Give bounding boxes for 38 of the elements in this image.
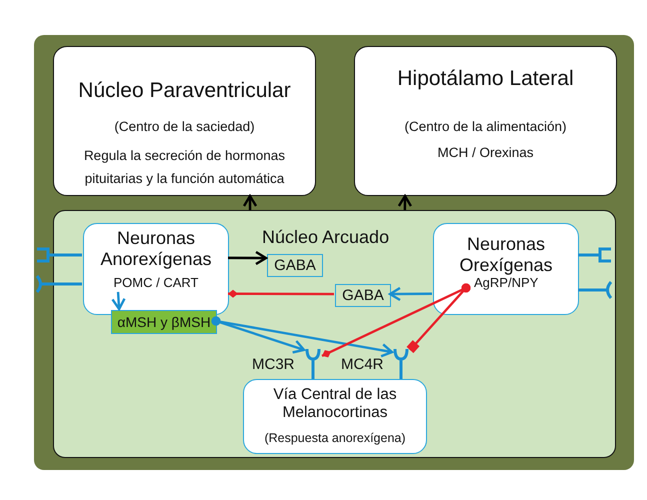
arrow [398, 194, 412, 210]
node-text: AgRP/NPY [474, 276, 540, 291]
pathway-box [243, 379, 427, 454]
arrow [111, 292, 126, 310]
neuron-box [433, 223, 579, 315]
outer-panel [34, 35, 634, 470]
receptor-label: MC4R [341, 356, 384, 373]
node-title: αMSH y βMSH [116, 314, 212, 330]
node-title: Núcleo Paraventricular [77, 79, 292, 104]
node-text: (Respuesta anorexígena) [263, 431, 407, 446]
arrow [211, 316, 394, 358]
node-text: (Centro de la alimentación) [403, 119, 568, 135]
arrow [242, 194, 258, 210]
node-text: MCH / Orexinas [436, 145, 535, 161]
node-title: Hipotálamo Lateral [396, 67, 575, 92]
node-title: GABA [341, 287, 385, 304]
node-text: (Centro de la saciedad) [113, 119, 256, 135]
node-title: Vía Central de las Melanocortinas [272, 386, 398, 422]
node-title: GABA [273, 257, 317, 274]
node-title: Neuronas Orexígenas [458, 234, 554, 276]
nucleus-panel [53, 210, 616, 458]
node-title: Núcleo Arcuado [262, 227, 390, 248]
arrow [388, 286, 432, 302]
neuron-box [83, 223, 229, 315]
receptor-label: MC3R [252, 356, 295, 373]
region-box [354, 46, 617, 196]
node-title: Neuronas Anorexígenas [99, 228, 213, 270]
transmitter-box [267, 254, 323, 277]
inhibition-line [228, 290, 334, 298]
region-box [53, 46, 316, 196]
peptide-box [111, 310, 217, 334]
transmitter-box [335, 284, 391, 307]
node-text: POMC / CART [112, 276, 200, 291]
receptor-node [305, 347, 321, 379]
receptor-node [393, 347, 409, 379]
node-text: Regula la secreción de hormonas pituitarias y la función automática [82, 147, 286, 188]
inhibition-line [406, 283, 471, 354]
arrow [228, 250, 268, 266]
